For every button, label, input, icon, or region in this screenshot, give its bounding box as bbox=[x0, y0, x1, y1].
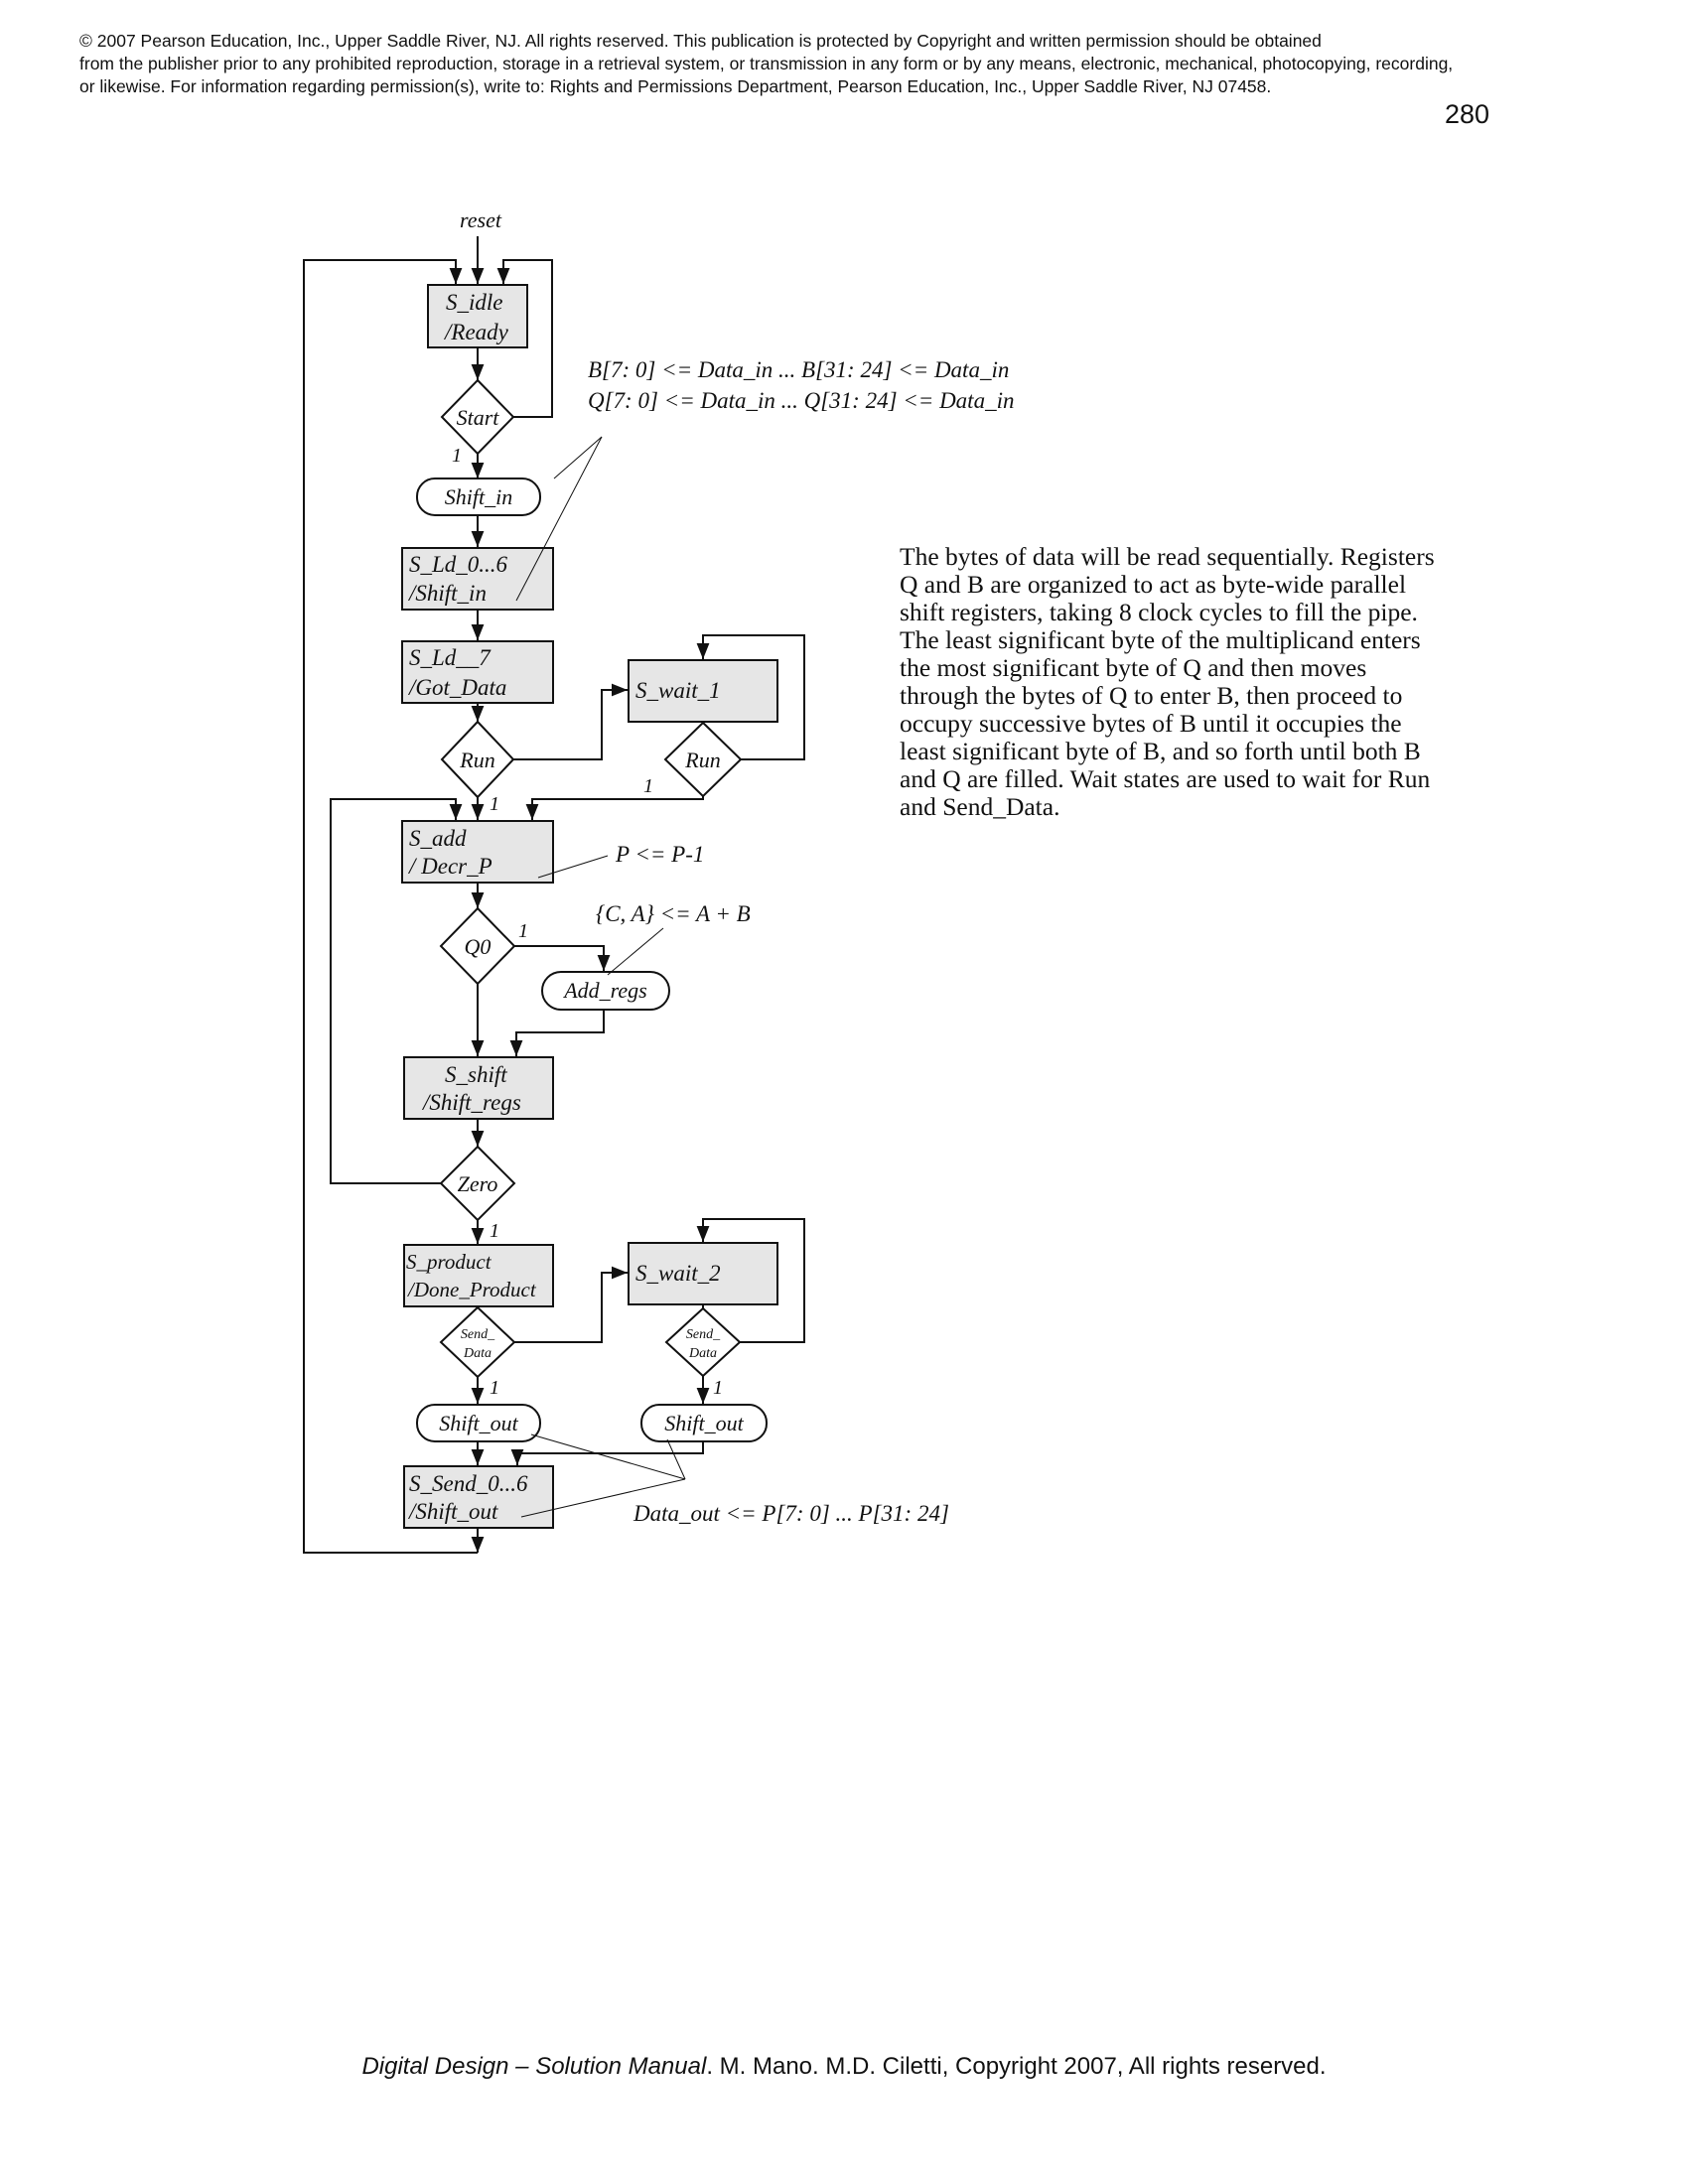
edge bbox=[509, 1010, 605, 1056]
branch-label: 1 bbox=[518, 920, 528, 942]
main-loop-edge bbox=[303, 259, 478, 1554]
edge-to-wait-2 bbox=[514, 1266, 628, 1343]
state-s-wait-1 bbox=[628, 659, 778, 723]
edge bbox=[510, 1441, 704, 1465]
annotation-b-load: B[7: 0] <= Data_in ... B[31: 24] <= Data… bbox=[588, 357, 1009, 382]
state-s-ld-0-6-output: /Shift_in bbox=[407, 581, 487, 606]
state-s-shift-output: /Shift_regs bbox=[421, 1090, 521, 1115]
output-add-regs-label: Add_regs bbox=[562, 978, 647, 1003]
state-s-add bbox=[401, 820, 554, 884]
description-line: Q and B are organized to act as byte-wid… bbox=[900, 570, 1407, 599]
annotation-leader bbox=[553, 436, 603, 479]
branch-label: 1 bbox=[490, 1377, 499, 1399]
annotation-leader bbox=[530, 1433, 686, 1480]
decision-send-data-1 bbox=[439, 1305, 516, 1379]
decision-send-data-1-line1: Send_ bbox=[461, 1327, 495, 1342]
decision-run-1-label: Run bbox=[459, 748, 494, 772]
idle-loop-edge bbox=[496, 259, 553, 418]
annotation-add: {C, A} <= A + B bbox=[596, 901, 751, 926]
description-line: least significant byte of B, and so fort… bbox=[900, 737, 1421, 765]
state-s-shift-name: S_shift bbox=[445, 1062, 507, 1087]
copyright-line: from the publisher prior to any prohibit… bbox=[79, 54, 1454, 73]
reset-label: reset bbox=[460, 207, 502, 232]
state-s-add-output: / Decr_P bbox=[407, 854, 492, 879]
decision-start-label: Start bbox=[457, 405, 500, 430]
description-line: The least significant byte of the multip… bbox=[900, 625, 1421, 654]
decision-send-data-2-line1: Send_ bbox=[686, 1327, 721, 1342]
branch-label: 1 bbox=[490, 1220, 499, 1242]
page-number: 280 bbox=[1444, 99, 1489, 129]
annotation-decr-p: P <= P-1 bbox=[615, 842, 704, 867]
footer-title: Digital Design – Solution Manual bbox=[361, 2053, 707, 2080]
description-line: the most significant byte of Q and then … bbox=[900, 653, 1367, 682]
state-s-product-output: /Done_Product bbox=[407, 1278, 537, 1301]
state-s-send-output: /Shift_out bbox=[407, 1499, 498, 1524]
edge-to-add-regs bbox=[514, 945, 611, 971]
branch-label: 1 bbox=[643, 775, 653, 797]
state-s-idle-name: S_idle bbox=[446, 290, 503, 315]
annotation-q-load: Q[7: 0] <= Data_in ... Q[31: 24] <= Data… bbox=[588, 388, 1014, 413]
copyright-notice: © 2007 Pearson Education, Inc., Upper Sa… bbox=[79, 30, 1628, 98]
state-s-ld-7-name: S_Ld__7 bbox=[409, 645, 492, 670]
state-s-ld-0-6-name: S_Ld_0...6 bbox=[409, 552, 508, 577]
annotation-leader bbox=[607, 927, 664, 976]
decision-send-data-2 bbox=[664, 1306, 742, 1378]
state-s-wait-2-name: S_wait_2 bbox=[635, 1261, 721, 1286]
state-s-wait-1-name: S_wait_1 bbox=[635, 678, 721, 703]
state-s-product-name: S_product bbox=[406, 1250, 492, 1274]
wait-2-loop-edge bbox=[696, 1218, 805, 1343]
footer: Digital Design – Solution Manual. M. Man… bbox=[0, 2053, 1688, 2081]
branch-label: 1 bbox=[713, 1377, 723, 1399]
state-s-idle-output: /Ready bbox=[443, 320, 509, 344]
state-s-send bbox=[403, 1465, 554, 1529]
description-line: shift registers, taking 8 clock cycles t… bbox=[900, 598, 1418, 626]
copyright-line: © 2007 Pearson Education, Inc., Upper Sa… bbox=[79, 31, 1322, 51]
zero-loop-edge bbox=[330, 798, 463, 1184]
annotation-leader bbox=[537, 855, 609, 879]
output-shift-in-label: Shift_in bbox=[445, 484, 512, 509]
output-shift-out-2-label: Shift_out bbox=[664, 1411, 744, 1435]
footer-rest: . M. Mano. M.D. Ciletti, Copyright 2007,… bbox=[706, 2053, 1327, 2080]
annotation-leader bbox=[515, 436, 603, 602]
state-s-ld-7-output: /Got_Data bbox=[407, 675, 506, 700]
decision-q0-label: Q0 bbox=[465, 934, 492, 959]
description-line: through the bytes of Q to enter B, then … bbox=[900, 681, 1403, 710]
branch-label: 1 bbox=[490, 793, 499, 815]
edge-wait-1-to-add bbox=[525, 796, 704, 820]
description-text: The bytes of data will be read sequentia… bbox=[900, 543, 1495, 821]
state-s-shift bbox=[403, 1056, 554, 1120]
state-s-idle bbox=[427, 284, 528, 348]
state-s-send-name: S_Send_0...6 bbox=[409, 1471, 528, 1496]
description-line: and Send_Data. bbox=[900, 792, 1060, 821]
decision-send-data-1-line2: Data bbox=[463, 1346, 492, 1361]
decision-zero-label: Zero bbox=[458, 1171, 498, 1196]
annotation-leader bbox=[666, 1438, 686, 1480]
annotation-data-out: Data_out <= P[7: 0] ... P[31: 24] bbox=[633, 1501, 949, 1526]
decision-run-2-label: Run bbox=[684, 748, 720, 772]
output-add-regs bbox=[541, 971, 670, 1011]
state-s-add-name: S_add bbox=[409, 826, 467, 851]
copyright-line: or likewise. For information regarding p… bbox=[79, 76, 1272, 96]
wait-1-loop-edge bbox=[696, 634, 805, 760]
annotation-leader bbox=[520, 1478, 686, 1518]
description-line: The bytes of data will be read sequentia… bbox=[900, 542, 1435, 571]
branch-label: 1 bbox=[452, 445, 462, 467]
edge-to-wait-1 bbox=[513, 683, 628, 760]
description-line: occupy successive bytes of B until it oc… bbox=[900, 709, 1402, 738]
decision-send-data-2-line2: Data bbox=[688, 1346, 717, 1361]
state-s-wait-2 bbox=[628, 1242, 778, 1305]
description-line: and Q are filled. Wait states are used t… bbox=[900, 764, 1431, 793]
output-shift-out-1-label: Shift_out bbox=[439, 1411, 518, 1435]
